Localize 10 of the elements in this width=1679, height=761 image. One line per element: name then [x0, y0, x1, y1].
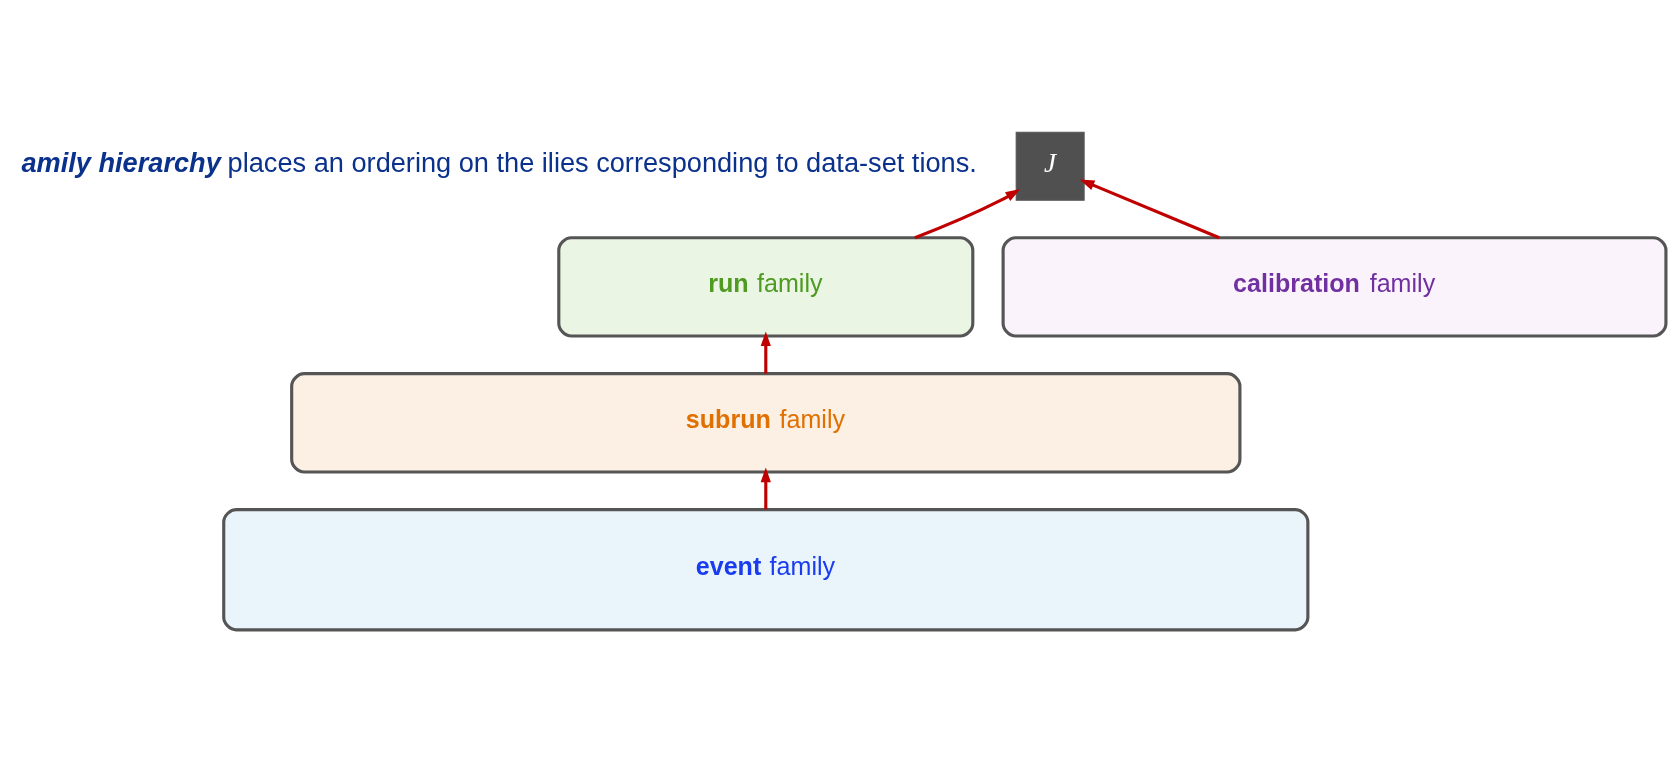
node-box: calibration family — [1001, 235, 1668, 338]
node-box: run family — [557, 235, 975, 338]
arrow — [914, 188, 1021, 239]
node-box: subrun family — [290, 371, 1242, 473]
node-box: event family — [222, 507, 1310, 631]
label: amily hierarchy places an ordering on the ilies corresponding to data-set tions. — [21, 146, 977, 178]
node-box: J — [1015, 131, 1085, 201]
arrow — [1079, 179, 1220, 239]
arrow — [760, 330, 771, 373]
arrow — [760, 467, 771, 509]
